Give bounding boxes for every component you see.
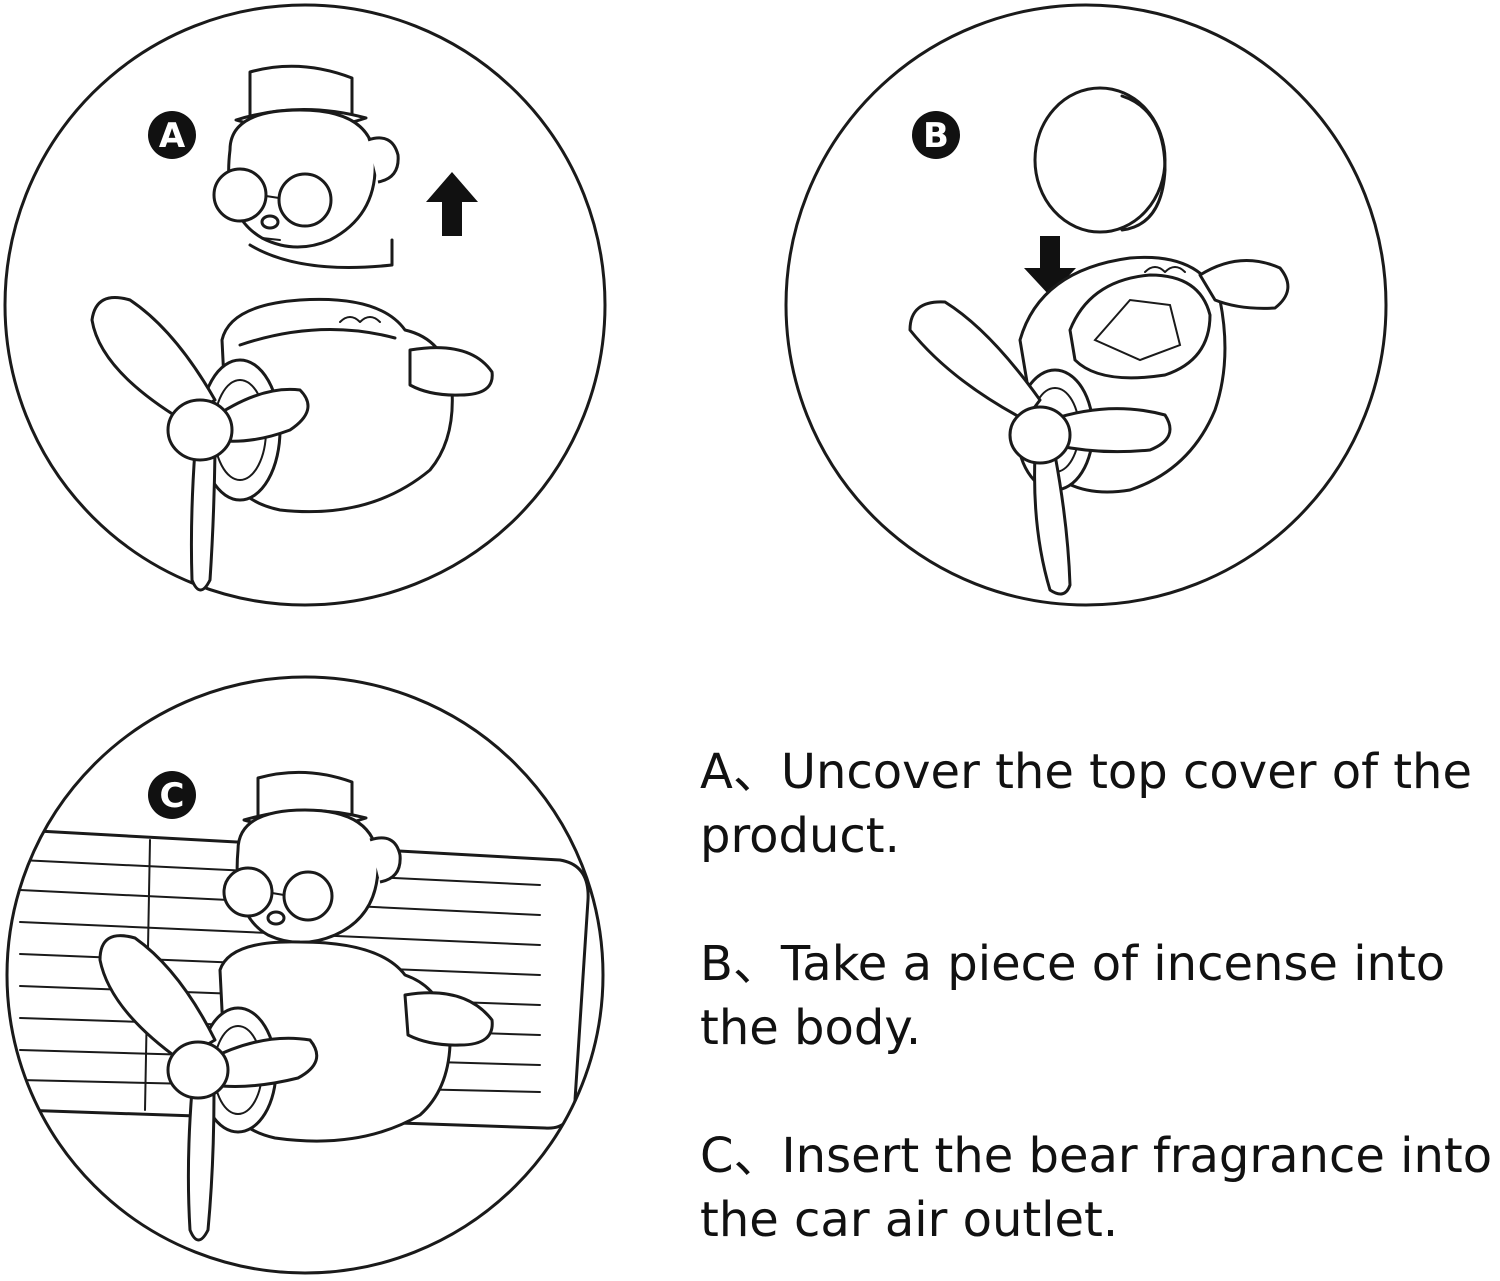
badge-b-label: B bbox=[923, 116, 949, 156]
incense-disc bbox=[1033, 86, 1167, 234]
instruction-list: A、Uncover the top cover of the product. … bbox=[700, 740, 1500, 1252]
badge-a: A bbox=[148, 111, 196, 159]
panel-b-frame bbox=[784, 3, 1388, 607]
instruction-step-b: B、Take a piece of incense into the body. bbox=[700, 936, 1446, 1056]
step-c-illustration: C bbox=[0, 660, 620, 1281]
instruction-step-c: C、Insert the bear fragrance into the car… bbox=[700, 1128, 1493, 1248]
badge-b: B bbox=[912, 111, 960, 159]
bear-fragrance-assembled bbox=[98, 770, 494, 1242]
badge-c: C bbox=[148, 771, 196, 819]
instruction-step-a: A、Uncover the top cover of the product. bbox=[700, 744, 1473, 864]
badge-c-label: C bbox=[160, 776, 185, 816]
bear-head-cover bbox=[212, 64, 400, 269]
airplane-body-open bbox=[908, 255, 1290, 596]
airplane-body bbox=[90, 296, 494, 592]
up-arrow-icon bbox=[426, 172, 478, 236]
panel-a-frame bbox=[3, 3, 607, 607]
step-b-illustration: B bbox=[770, 0, 1390, 620]
panel-c-frame bbox=[5, 675, 605, 1275]
step-a-illustration: A bbox=[0, 0, 620, 620]
badge-a-label: A bbox=[159, 116, 186, 156]
